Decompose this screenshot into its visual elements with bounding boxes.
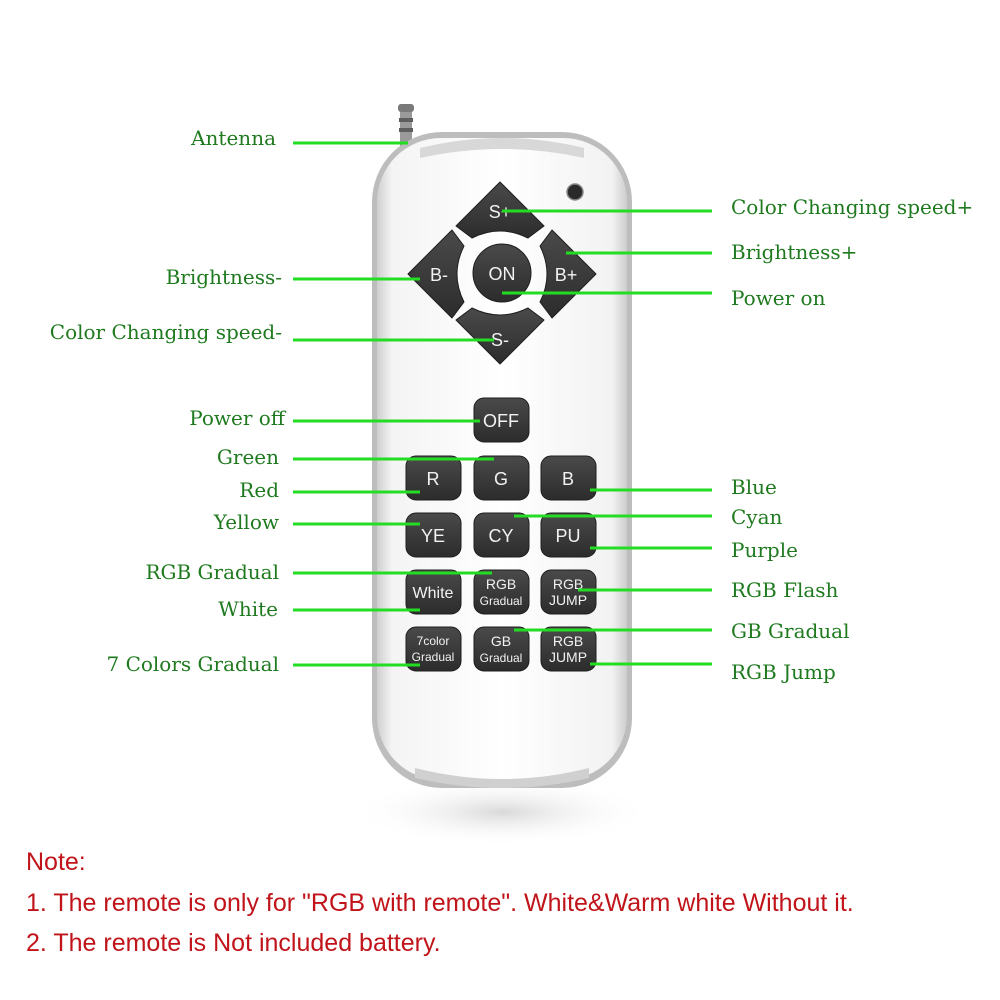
seven-color-label-bottom: Gradual xyxy=(412,650,455,664)
gb-gradual-label-top: GB xyxy=(491,633,511,649)
label-gb-gradual: GB Gradual xyxy=(731,619,850,643)
red-button[interactable] xyxy=(405,455,462,501)
blue-label: B xyxy=(562,469,574,489)
off-label: OFF xyxy=(483,411,519,431)
callout-lines xyxy=(293,141,712,667)
label-green: Green xyxy=(217,445,279,469)
gb-gradual-label-bottom: Gradual xyxy=(480,651,523,665)
rgb-flash-label-top: RGB xyxy=(553,576,583,592)
label-red: Red xyxy=(239,478,279,502)
rgb-flash-button[interactable] xyxy=(540,569,597,615)
note-line-2: 2. The remote is Not included battery. xyxy=(26,929,441,957)
white-button[interactable] xyxy=(405,569,462,615)
speed-plus-button[interactable] xyxy=(455,181,545,239)
label-rgb-flash: RGB Flash xyxy=(731,578,839,602)
remote-shadow xyxy=(352,778,652,846)
rgb-jump-label-bottom: JUMP xyxy=(549,649,587,665)
label-speed-minus: Color Changing speed- xyxy=(50,320,282,344)
label-7colors-gradual: 7 Colors Gradual xyxy=(106,652,279,676)
brightness-minus-label: B- xyxy=(430,265,448,285)
rgb-gradual-label-top: RGB xyxy=(486,576,516,592)
label-purple: Purple xyxy=(731,538,798,562)
label-power-on: Power on xyxy=(731,286,826,310)
cyan-label: CY xyxy=(488,526,513,546)
label-power-off: Power off xyxy=(189,406,287,430)
label-yellow: Yellow xyxy=(213,510,279,534)
antenna xyxy=(398,104,414,148)
cyan-button[interactable] xyxy=(473,512,530,558)
label-antenna: Antenna xyxy=(190,126,276,150)
dpad: S+ S- B- B+ ON xyxy=(407,181,597,365)
speed-minus-label: S- xyxy=(491,330,509,350)
brightness-minus-button[interactable] xyxy=(407,229,465,319)
note-line-1: 1. The remote is only for "RGB with remo… xyxy=(26,889,854,917)
seven-color-gradual-button[interactable] xyxy=(405,626,462,672)
label-cyan: Cyan xyxy=(731,505,783,529)
rgb-jump-button[interactable] xyxy=(540,626,597,672)
label-white: White xyxy=(218,597,278,621)
note-heading: Note: xyxy=(26,848,86,876)
label-rgb-jump: RGB Jump xyxy=(731,660,836,684)
purple-label: PU xyxy=(555,526,580,546)
green-button[interactable] xyxy=(473,455,530,501)
rgb-gradual-button[interactable] xyxy=(473,569,530,615)
label-brightness-plus: Brightness+ xyxy=(731,240,857,264)
brightness-plus-label: B+ xyxy=(555,265,578,285)
purple-button[interactable] xyxy=(540,512,597,558)
on-button[interactable] xyxy=(472,243,532,303)
rgb-gradual-label-bottom: Gradual xyxy=(480,594,523,608)
label-speed-plus: Color Changing speed+ xyxy=(731,195,973,219)
blue-button[interactable] xyxy=(540,455,597,501)
label-blue: Blue xyxy=(731,475,777,499)
rgb-flash-label-bottom: JUMP xyxy=(549,592,587,608)
on-label: ON xyxy=(489,264,516,284)
seven-color-label-top: 7color xyxy=(417,634,450,648)
speed-plus-label: S+ xyxy=(489,202,512,222)
gb-gradual-button[interactable] xyxy=(473,626,530,672)
white-label: White xyxy=(413,585,454,602)
label-rgb-gradual: RGB Gradual xyxy=(145,560,279,584)
red-label: R xyxy=(427,469,440,489)
yellow-label: YE xyxy=(421,526,445,546)
brightness-plus-button[interactable] xyxy=(539,229,597,319)
green-label: G xyxy=(494,469,508,489)
status-led-icon xyxy=(566,183,584,201)
label-brightness-minus: Brightness- xyxy=(166,265,282,289)
speed-minus-button[interactable] xyxy=(455,307,545,365)
rgb-jump-label-top: RGB xyxy=(553,633,583,649)
